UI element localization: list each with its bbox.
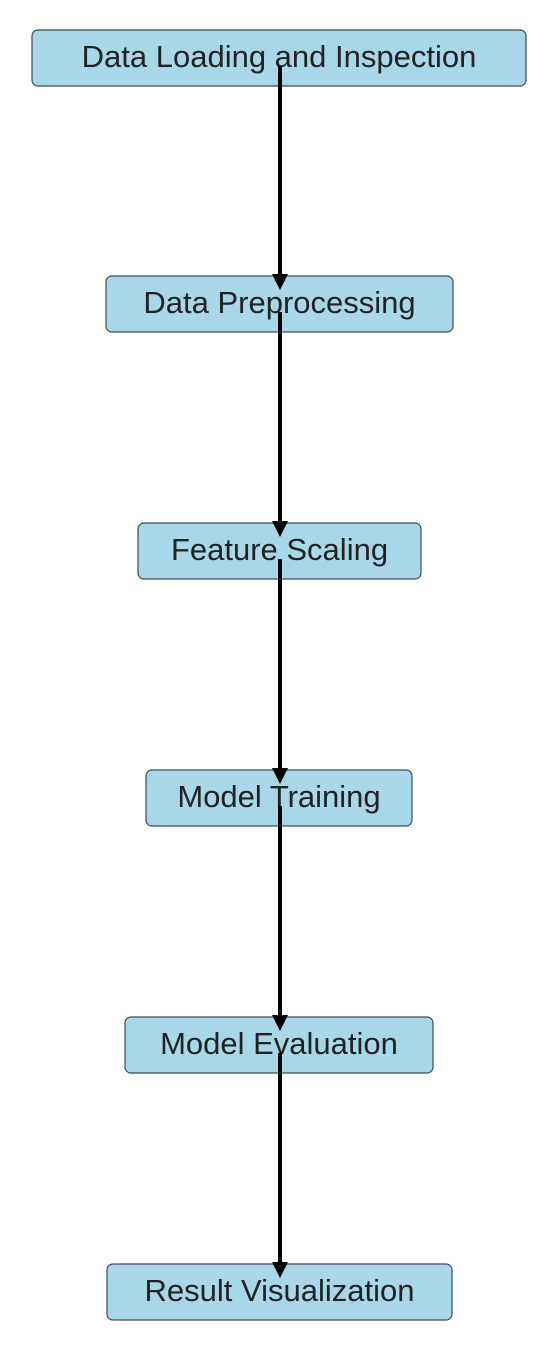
arrowhead-icon [272,1262,288,1278]
node-scaling: Feature Scaling [137,522,422,580]
arrowhead-icon [272,768,288,784]
arrowhead-icon [272,1015,288,1031]
edge-evaluation-to-visualization [272,1053,288,1278]
edge-preprocessing-to-scaling [272,312,288,537]
edges-layer [272,66,288,1278]
node-preprocessing: Data Preprocessing [105,275,454,333]
edge-training-to-evaluation [272,806,288,1031]
node-loading: Data Loading and Inspection [31,29,527,87]
node-label: Result Visualization [145,1273,415,1308]
edge-scaling-to-training [272,559,288,784]
edge-loading-to-preprocessing [272,66,288,290]
node-visualization: Result Visualization [106,1263,453,1321]
arrowhead-icon [272,274,288,290]
arrowhead-icon [272,521,288,537]
